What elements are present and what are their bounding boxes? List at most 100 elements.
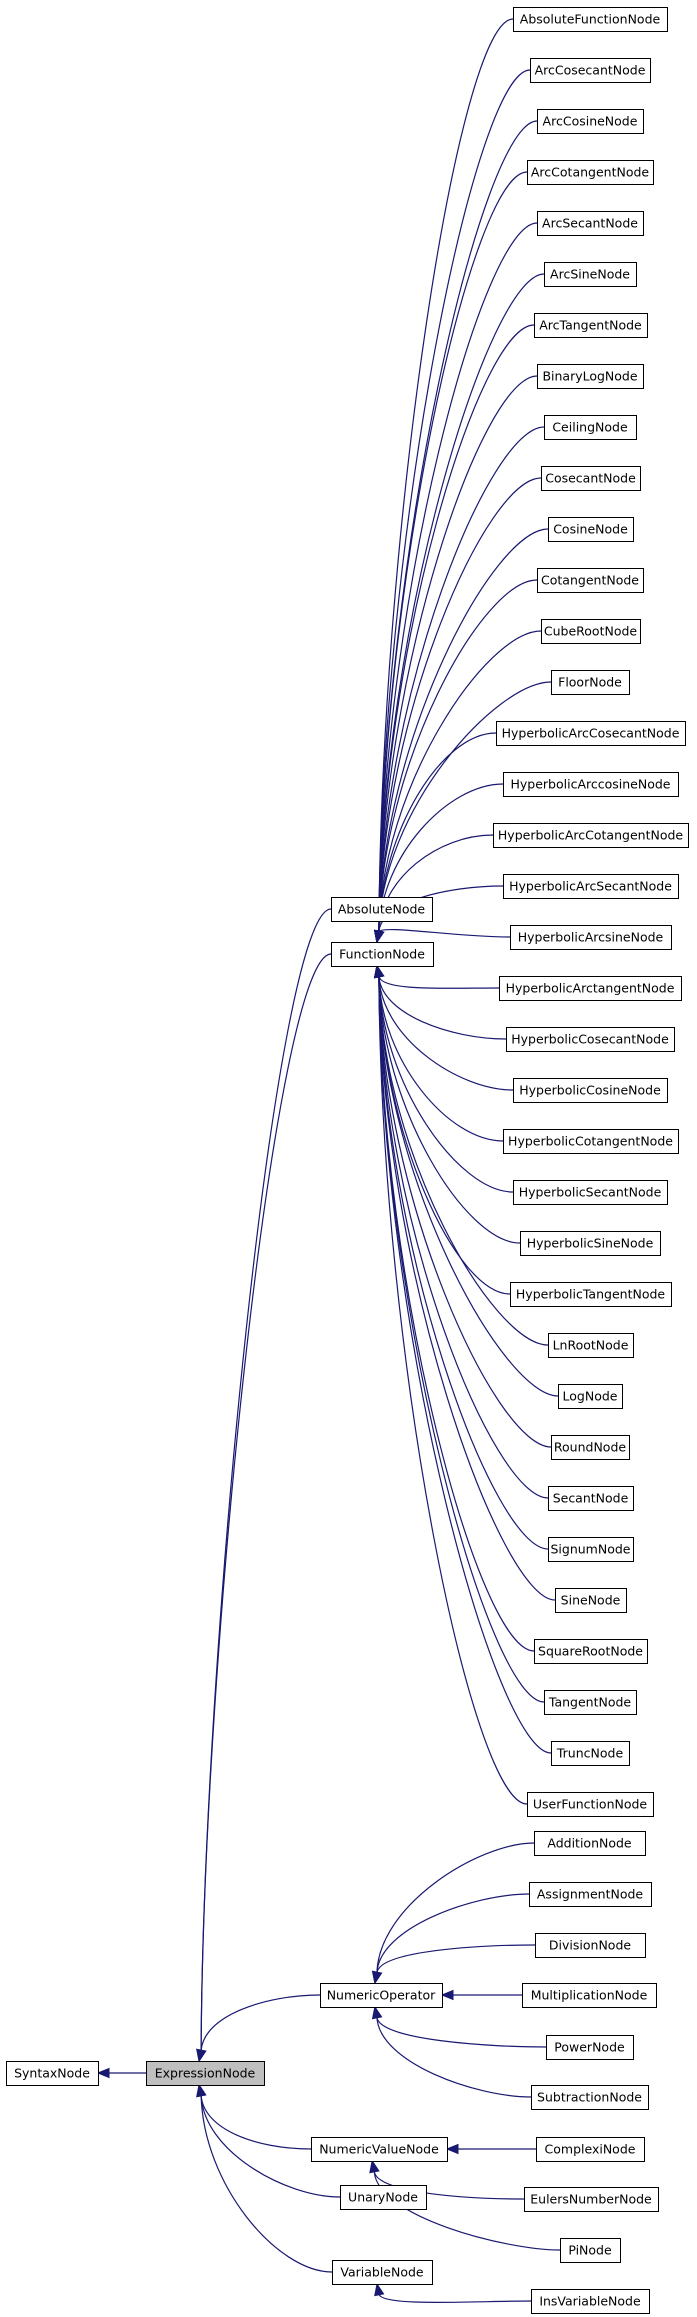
node-cosecant-node[interactable]: CosecantNode	[541, 466, 641, 491]
node-box	[558, 1384, 623, 1409]
node-label: NumericOperator	[327, 1988, 436, 2003]
arrowhead-expression-node	[96, 2067, 110, 2079]
node-box	[537, 109, 644, 134]
node-hyperbolic-arcsine-node[interactable]: HyperbolicArcsineNode	[510, 925, 672, 950]
node-box	[503, 772, 679, 797]
node-hyperbolic-arctangent-node[interactable]: HyperbolicArctangentNode	[499, 976, 682, 1001]
edge-arc-cosine-node-to-function-node	[378, 120, 538, 933]
node-box	[311, 2137, 448, 2162]
node-round-node[interactable]: RoundNode	[551, 1435, 630, 1460]
node-box	[146, 2061, 265, 2086]
node-arc-tangent-node[interactable]: ArcTangentNode	[534, 313, 648, 338]
node-label: ArcCotangentNode	[531, 165, 650, 180]
node-cosine-node[interactable]: CosineNode	[548, 517, 634, 542]
node-label: CeilingNode	[552, 420, 628, 435]
node-secant-node[interactable]: SecantNode	[548, 1486, 634, 1511]
node-user-function-node[interactable]: UserFunctionNode	[527, 1792, 654, 1817]
node-division-node[interactable]: DivisionNode	[535, 1933, 646, 1958]
edge-round-node-to-function-node	[378, 975, 552, 1448]
node-label: UnaryNode	[348, 2190, 418, 2205]
node-signum-node[interactable]: SignumNode	[548, 1537, 634, 1562]
node-label: ArcTangentNode	[539, 318, 642, 333]
node-expression-node[interactable]: ExpressionNode	[146, 2061, 265, 2086]
node-trunc-node[interactable]: TruncNode	[551, 1741, 630, 1766]
node-eulers-number-node[interactable]: EulersNumberNode	[524, 2187, 659, 2212]
node-unary-node[interactable]: UnaryNode	[340, 2185, 427, 2210]
node-complexi-node[interactable]: ComplexiNode	[536, 2137, 645, 2162]
node-multiplication-node[interactable]: MultiplicationNode	[522, 1983, 657, 2008]
node-log-node[interactable]: LogNode	[558, 1384, 623, 1409]
node-arc-sine-node[interactable]: ArcSineNode	[544, 262, 637, 287]
node-box	[524, 2187, 659, 2212]
node-hyperbolic-arc-cotangent-node[interactable]: HyperbolicArcCotangentNode	[493, 823, 689, 848]
node-box	[531, 2289, 650, 2314]
node-assignment-node[interactable]: AssignmentNode	[529, 1882, 652, 1907]
node-pi-node[interactable]: PiNode	[560, 2238, 621, 2263]
node-label: HyperbolicTangentNode	[516, 1287, 665, 1302]
node-hyperbolic-tangent-node[interactable]: HyperbolicTangentNode	[510, 1282, 672, 1307]
edge-secant-node-to-function-node	[378, 975, 549, 1499]
node-tangent-node[interactable]: TangentNode	[544, 1690, 637, 1715]
node-hyperbolic-arc-secant-node[interactable]: HyperbolicArcSecantNode	[503, 874, 679, 899]
node-variable-node[interactable]: VariableNode	[332, 2260, 433, 2285]
node-arc-cosine-node[interactable]: ArcCosineNode	[537, 109, 644, 134]
edges-layer	[96, 18, 561, 2303]
edge-ceiling-node-to-function-node	[378, 426, 545, 933]
edge-hyperbolic-cosine-node-to-function-node	[378, 975, 514, 1091]
node-box	[544, 262, 637, 287]
node-cube-root-node[interactable]: CubeRootNode	[541, 619, 641, 644]
edge-addition-node-to-numeric-operator	[376, 1842, 535, 1974]
node-absolute-function-node[interactable]: AbsoluteFunctionNode	[513, 7, 668, 32]
edge-hyperbolic-cosecant-node-to-function-node	[378, 975, 507, 1040]
node-floor-node[interactable]: FloorNode	[551, 670, 630, 695]
node-ceiling-node[interactable]: CeilingNode	[544, 415, 637, 440]
node-box	[534, 1639, 648, 1664]
edge-signum-node-to-function-node	[378, 975, 549, 1550]
arrowhead-hyperbolic-arcsine-node	[374, 929, 385, 944]
node-square-root-node[interactable]: SquareRootNode	[534, 1639, 648, 1664]
node-hyperbolic-sine-node[interactable]: HyperbolicSineNode	[520, 1231, 661, 1256]
node-label: FloorNode	[558, 675, 622, 690]
node-numeric-operator[interactable]: NumericOperator	[320, 1983, 443, 2008]
node-label: FunctionNode	[339, 947, 425, 962]
node-label: DivisionNode	[549, 1938, 631, 1953]
node-cotangent-node[interactable]: CotangentNode	[537, 568, 644, 593]
node-sine-node[interactable]: SineNode	[555, 1588, 627, 1613]
node-hyperbolic-cotangent-node[interactable]: HyperbolicCotangentNode	[503, 1129, 679, 1154]
edge-trunc-node-to-function-node	[378, 975, 552, 1754]
node-hyperbolic-secant-node[interactable]: HyperbolicSecantNode	[513, 1180, 668, 1205]
edge-hyperbolic-secant-node-to-function-node	[378, 975, 514, 1193]
node-box	[527, 1792, 654, 1817]
node-label: ExpressionNode	[155, 2066, 256, 2081]
edge-hyperbolic-arcsine-node-to-function-node	[378, 928, 511, 938]
node-absolute-node[interactable]: AbsoluteNode	[331, 897, 433, 922]
node-arc-cosecant-node[interactable]: ArcCosecantNode	[530, 58, 651, 83]
node-ln-root-node[interactable]: LnRootNode	[548, 1333, 634, 1358]
node-addition-node[interactable]: AdditionNode	[534, 1831, 646, 1856]
node-box	[551, 1435, 630, 1460]
node-arc-cotangent-node[interactable]: ArcCotangentNode	[527, 160, 654, 185]
edge-user-function-node-to-function-node	[378, 975, 528, 1805]
node-box	[544, 1690, 637, 1715]
node-function-node[interactable]: FunctionNode	[331, 942, 434, 967]
arrowhead-subtraction-node	[372, 2005, 383, 2020]
node-hyperbolic-cosine-node[interactable]: HyperbolicCosineNode	[513, 1078, 668, 1103]
arrowhead-pi-node	[369, 2159, 380, 2174]
node-binary-log-node[interactable]: BinaryLogNode	[537, 364, 644, 389]
node-label: HyperbolicCosineNode	[519, 1083, 661, 1098]
node-arc-secant-node[interactable]: ArcSecantNode	[537, 211, 644, 236]
node-power-node[interactable]: PowerNode	[546, 2035, 634, 2060]
node-hyperbolic-cosecant-node[interactable]: HyperbolicCosecantNode	[506, 1027, 675, 1052]
node-syntax-node[interactable]: SyntaxNode	[6, 2061, 99, 2086]
node-label: VariableNode	[340, 2265, 424, 2280]
arrowhead-user-function-node	[374, 964, 385, 979]
node-numeric-value-node[interactable]: NumericValueNode	[311, 2137, 448, 2162]
node-hyperbolic-arccosine-node[interactable]: HyperbolicArccosineNode	[503, 772, 679, 797]
node-ins-variable-node[interactable]: InsVariableNode	[531, 2289, 650, 2314]
node-label: LnRootNode	[553, 1338, 629, 1353]
edge-numeric-value-node-to-expression-node	[200, 2094, 312, 2150]
arrowhead-multiplication-node	[440, 1989, 454, 2001]
node-hyperbolic-arc-cosecant-node[interactable]: HyperbolicArcCosecantNode	[496, 721, 686, 746]
node-box	[530, 58, 651, 83]
node-subtraction-node[interactable]: SubtractionNode	[531, 2085, 649, 2110]
